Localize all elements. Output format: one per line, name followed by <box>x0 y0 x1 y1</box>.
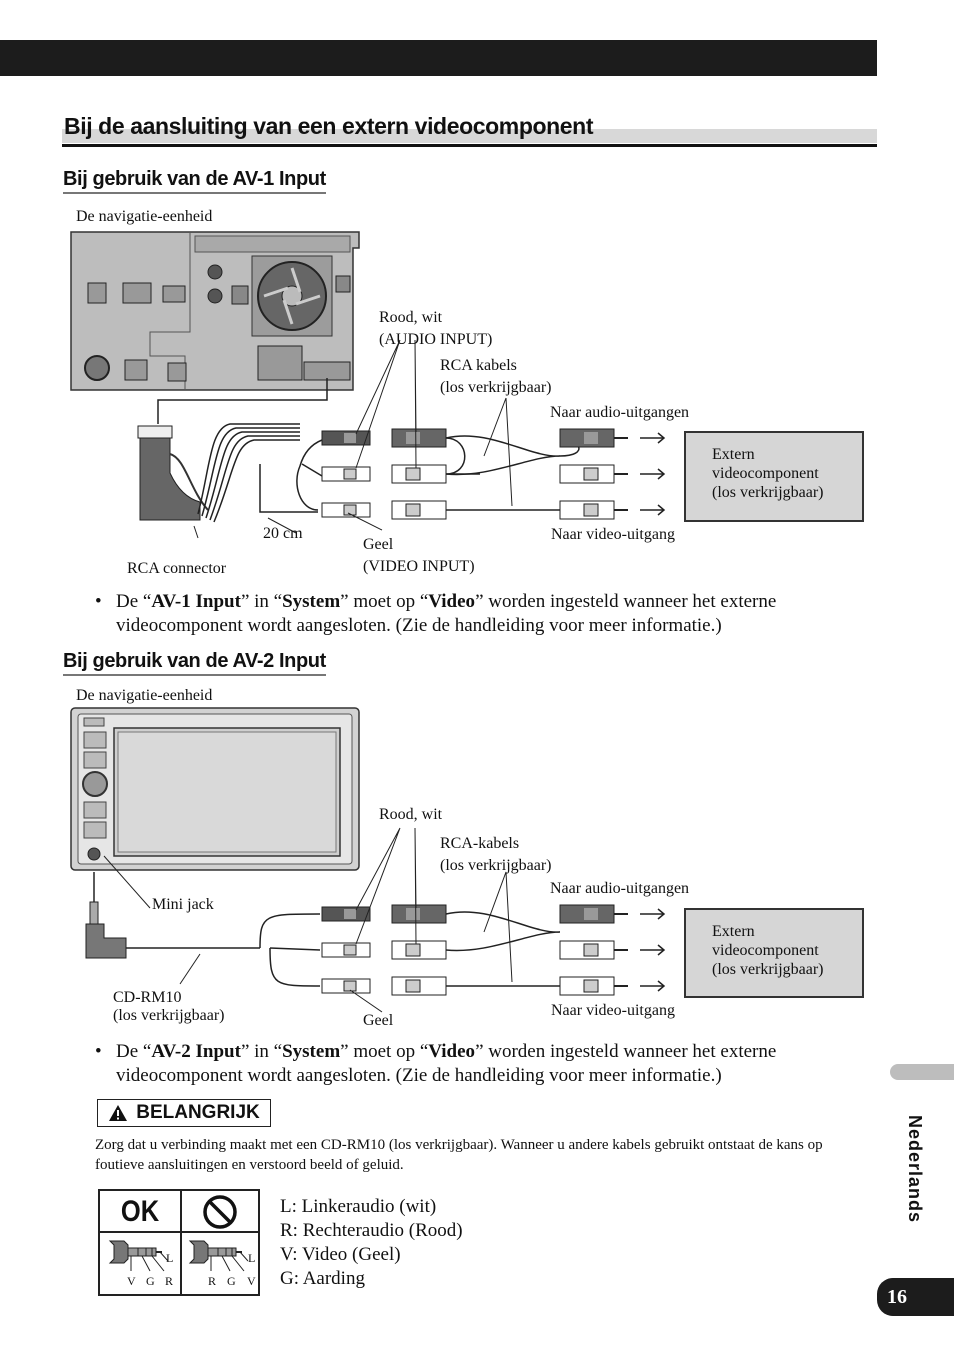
av1-rca-cables-label: RCA kabels <box>440 357 517 374</box>
plug-ng-icon <box>188 1240 249 1272</box>
important-badge-label: BELANGRIJK <box>136 1102 260 1123</box>
plug-ok-icon <box>108 1240 169 1272</box>
section1-bullet: • De “AV-1 Input” in “System” moet op “V… <box>95 591 777 636</box>
av1-rca-cables-sub: (los verkrijgbaar) <box>440 379 552 396</box>
page-number: 16 <box>877 1278 954 1316</box>
rca-plugs-input-side <box>321 430 371 518</box>
av2-output-arrows <box>640 908 666 992</box>
av2-rca-plugs-input-side <box>321 906 371 994</box>
important-badge: BELANGRIJK <box>97 1099 271 1127</box>
av2-cd-rm10-sub: (los verkrijgbaar) <box>113 1007 225 1024</box>
av2-rca-cables-sub: (los verkrijgbaar) <box>440 857 552 874</box>
section1-heading: Bij gebruik van de AV-1 Input <box>63 168 326 194</box>
ext-line2: videocomponent <box>712 942 819 959</box>
ext-line3: (los verkrijgbaar) <box>712 961 824 978</box>
section2-unit-label: De navigatie-eenheid <box>76 687 213 704</box>
av1-external-component-box: Extern videocomponent (los verkrijgbaar) <box>684 431 864 522</box>
legend-item: G: Aarding <box>280 1268 365 1289</box>
rca-cable-plugs-near <box>391 428 447 520</box>
nav-unit-front <box>70 707 360 871</box>
rca-cable-plugs-far <box>559 428 628 520</box>
av1-rca-connector-label: RCA connector <box>127 560 227 577</box>
header-bar <box>0 40 877 76</box>
ext-line1: Extern <box>712 923 755 940</box>
av2-to-video-out: Naar video-uitgang <box>551 1002 675 1019</box>
legend-item: L: Linkeraudio (wit) <box>280 1196 437 1217</box>
legend-item: V: Video (Geel) <box>280 1244 401 1265</box>
av1-video-input-label: (VIDEO INPUT) <box>363 558 475 575</box>
warning-icon <box>109 1105 128 1121</box>
plug-ng-g: G <box>227 1274 236 1288</box>
av1-wiring-diagram <box>70 231 666 539</box>
av2-yellow-label: Geel <box>363 1012 394 1029</box>
important-text: Zorg dat u verbinding maakt met een CD-R… <box>95 1137 823 1173</box>
av2-mini-jack-label: Mini jack <box>152 896 214 913</box>
av1-to-audio-out: Naar audio-uitgangen <box>550 404 690 421</box>
legend-item: R: Rechteraudio (Rood) <box>280 1220 463 1241</box>
language-tab <box>890 1064 954 1080</box>
legend-list: L: Linkeraudio (wit) R: Rechteraudio (Ro… <box>280 1195 463 1291</box>
av1-length-label: 20 cm <box>263 525 303 542</box>
prohibited-icon <box>203 1195 237 1229</box>
av1-audio-input-label: (AUDIO INPUT) <box>379 331 493 348</box>
plug-ok-v: V <box>127 1274 136 1288</box>
ext-line2: videocomponent <box>712 465 819 482</box>
av2-rca-cable-plugs-far <box>559 904 628 996</box>
rca-connector-block <box>137 423 300 523</box>
nav-unit-rear-panel <box>70 231 360 391</box>
section1-unit-label: De navigatie-eenheid <box>76 208 213 225</box>
mini-jack-plug <box>85 872 321 987</box>
av2-cd-rm10-label: CD-RM10 <box>113 989 182 1006</box>
page-title-block: Bij de aansluiting van een extern videoc… <box>62 113 877 147</box>
ext-line3: (los verkrijgbaar) <box>712 484 824 501</box>
plug-ng-r: R <box>208 1274 217 1288</box>
page-title: Bij de aansluiting van een extern videoc… <box>64 113 594 139</box>
av1-to-video-out: Naar video-uitgang <box>551 526 675 543</box>
plug-comparison-table: OK L V G R L R G V <box>98 1189 260 1296</box>
av2-rca-cable-plugs-near <box>391 904 447 996</box>
av2-external-component-box: Extern videocomponent (los verkrijgbaar) <box>684 908 864 998</box>
plug-ok-g: G <box>146 1274 155 1288</box>
plug-ng-l: L <box>248 1251 256 1265</box>
plug-ok-r: R <box>165 1274 174 1288</box>
section2-bullet: • De “AV-2 Input” in “System” moet op “V… <box>95 1041 777 1086</box>
ext-line1: Extern <box>712 446 755 463</box>
section2-heading: Bij gebruik van de AV-2 Input <box>63 650 326 676</box>
av2-red-white-label: Rood, wit <box>379 806 443 823</box>
av2-rca-cables-label: RCA-kabels <box>440 835 520 852</box>
output-arrows <box>640 432 666 516</box>
av2-wiring-diagram <box>70 707 666 1013</box>
av2-to-audio-out: Naar audio-uitgangen <box>550 880 690 897</box>
av1-yellow-label: Geel <box>363 536 394 553</box>
plug-ng-v: V <box>247 1274 256 1288</box>
ok-label: OK <box>120 1195 160 1228</box>
plug-ok-l: L <box>166 1251 174 1265</box>
av1-red-white-label: Rood, wit <box>379 309 443 326</box>
language-label: Nederlands <box>905 1115 925 1224</box>
